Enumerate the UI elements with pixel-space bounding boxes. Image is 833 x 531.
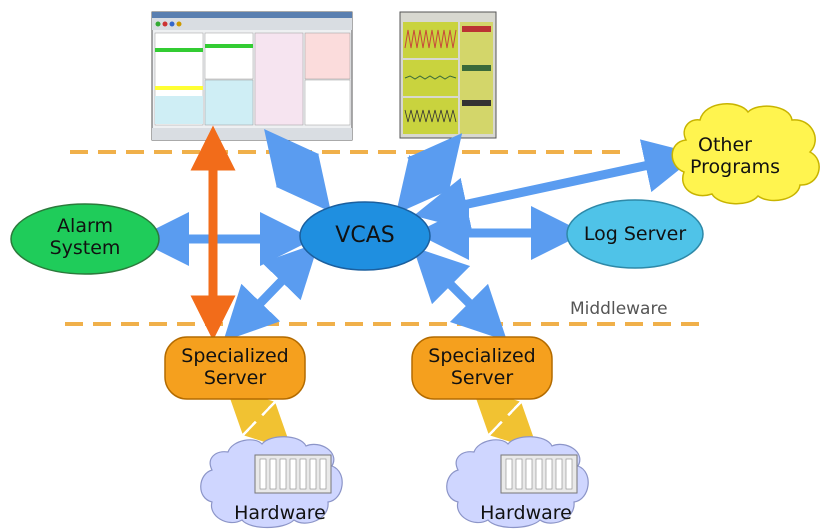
arrow-server2-hardware2 <box>471 386 539 451</box>
log-server-label: Log Server <box>583 223 687 245</box>
server2-label: Specialized Server <box>412 345 552 389</box>
vcas-node <box>299 201 431 271</box>
arrow-server1-hardware1 <box>225 386 293 451</box>
oscilloscope-screenshot <box>399 11 497 139</box>
server1-label: Specialized Server <box>165 345 305 389</box>
specialized-server-2 <box>411 336 553 400</box>
specialized-server-1 <box>164 336 306 400</box>
vcas-label: VCAS <box>335 223 395 248</box>
arrow-vcas-server1 <box>223 242 319 342</box>
other-label-line2: Programs <box>690 156 781 178</box>
arrow-screen2-vcas <box>395 133 463 214</box>
alarm-label-line2: System <box>49 237 121 259</box>
hardware-rack-icon <box>254 454 332 494</box>
server2-label-line2: Server <box>450 367 514 389</box>
hardware-1 <box>200 436 343 529</box>
hardware2-label: Hardware <box>480 502 572 524</box>
hardware-rack-icon <box>500 454 578 494</box>
server1-label-line1: Specialized <box>181 345 289 367</box>
arrow-vcas-other <box>413 139 699 231</box>
hardware1-label: Hardware <box>234 502 326 524</box>
server2-label-line1: Specialized <box>428 345 536 367</box>
arrow-vcas-server2 <box>412 246 508 342</box>
other-label-line1: Other <box>698 134 752 156</box>
middleware-label: Middleware <box>570 299 668 319</box>
control-panel-screenshot <box>151 11 353 141</box>
alarm-system-node <box>10 203 160 275</box>
server1-label-line2: Server <box>203 367 267 389</box>
other-programs-label: Other Programs <box>690 134 810 178</box>
hardware-2 <box>446 436 589 529</box>
other-programs-cloud <box>671 103 820 205</box>
alarm-system-label: Alarm System <box>25 215 145 259</box>
alarm-label-line1: Alarm <box>57 215 113 237</box>
arrow-screen1-vcas <box>264 128 331 213</box>
log-server-node <box>566 199 704 269</box>
